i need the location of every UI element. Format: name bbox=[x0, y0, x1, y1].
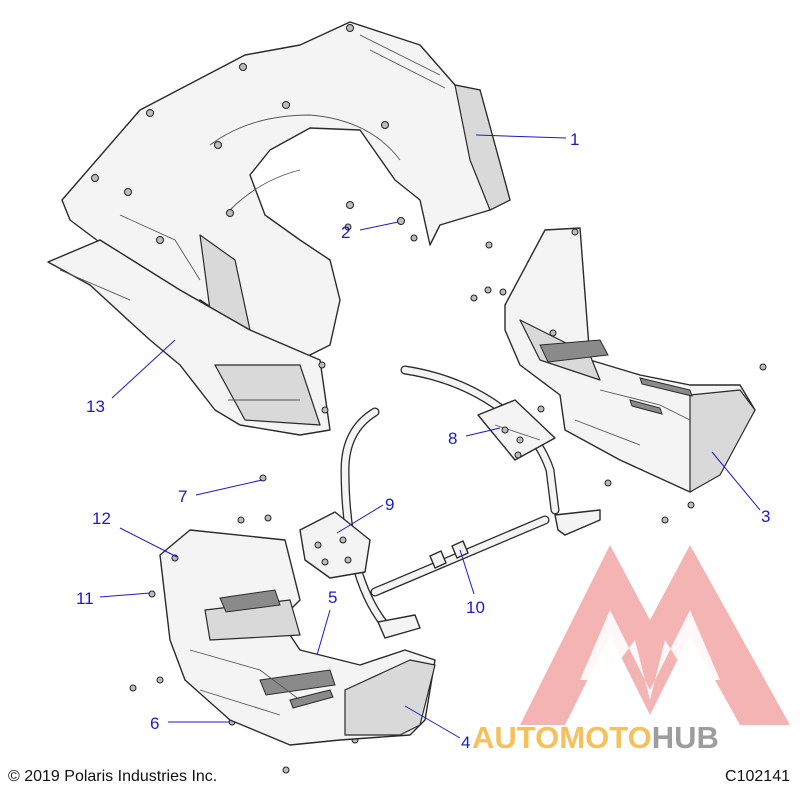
copyright-notice: © 2019 Polaris Industries Inc. bbox=[8, 768, 218, 785]
part-13-lower-front-panel bbox=[47, 239, 331, 436]
callout-10: 10 bbox=[466, 598, 485, 617]
callout-8: 8 bbox=[448, 429, 457, 448]
callout-12: 12 bbox=[92, 509, 111, 528]
callout-leaders bbox=[99, 134, 761, 739]
callout-6: 6 bbox=[150, 714, 159, 733]
figure-code: C102141 bbox=[725, 768, 790, 785]
callout-2: 2 bbox=[341, 223, 350, 242]
watermark-text-secondary: HUB bbox=[652, 720, 719, 755]
callout-5: 5 bbox=[328, 588, 337, 607]
callout-7: 7 bbox=[178, 487, 187, 506]
watermark-logo: AUTOMOTOHUB bbox=[472, 545, 790, 755]
watermark-inner-mark bbox=[580, 610, 720, 700]
watermark-text: AUTOMOTOHUB bbox=[472, 720, 719, 755]
part-3-right-footwell bbox=[504, 227, 756, 493]
watermark-triangle-icon bbox=[520, 545, 790, 725]
callout-3: 3 bbox=[761, 507, 770, 526]
callout-11: 11 bbox=[76, 589, 94, 608]
part-10-crossbar-tube bbox=[370, 515, 550, 597]
watermark-text-primary: AUTOMOTO bbox=[472, 720, 652, 755]
callout-4: 4 bbox=[461, 733, 470, 752]
part-4-left-footwell bbox=[159, 529, 436, 746]
callout-1: 1 bbox=[570, 130, 579, 149]
callout-9: 9 bbox=[385, 495, 394, 514]
part-1-upper-body-panel bbox=[61, 21, 511, 361]
part-8-upper-bracket bbox=[400, 365, 601, 536]
callout-13: 13 bbox=[86, 397, 105, 416]
part-9-left-bracket bbox=[299, 407, 421, 639]
callout-labels: 1 2 3 4 5 6 7 8 9 10 11 12 13 bbox=[76, 130, 770, 752]
